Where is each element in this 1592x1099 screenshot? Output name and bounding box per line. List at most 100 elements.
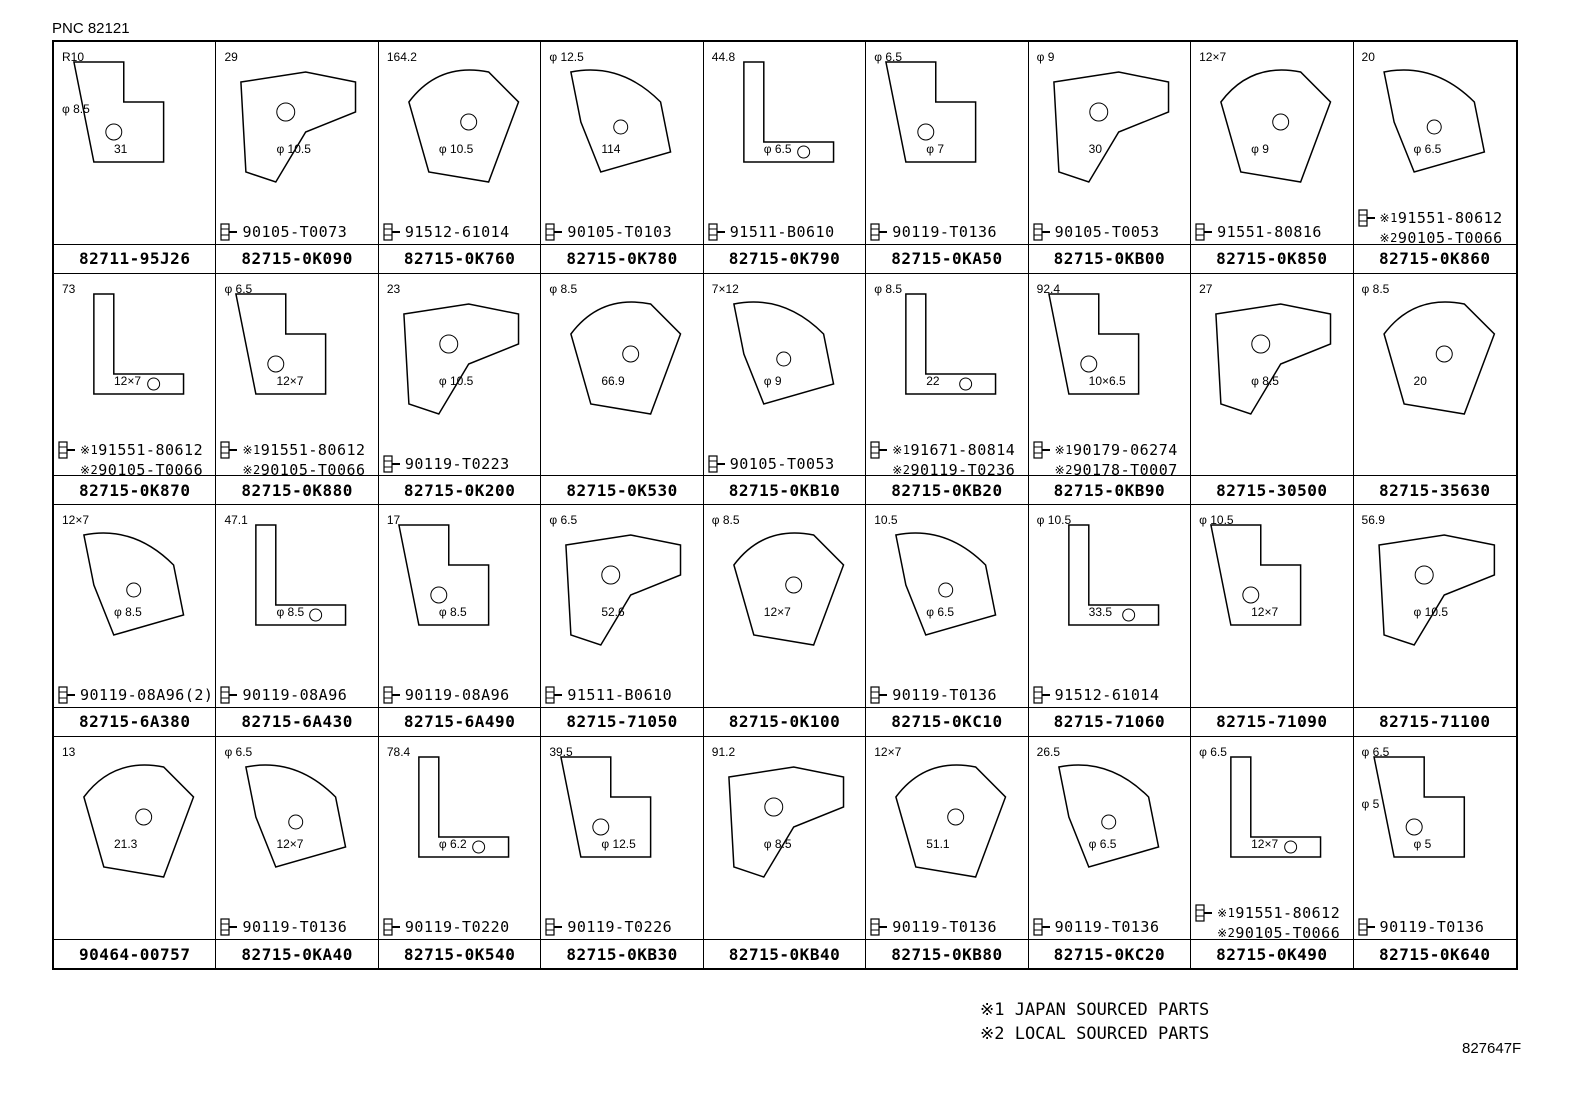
dimension-label: 10.5 <box>874 513 898 527</box>
dimension-label: 12×7 <box>62 513 90 527</box>
bolt-icon <box>545 223 563 241</box>
bolt-callout: 90119-T0220 <box>383 917 510 937</box>
bolt-part-number: 91551-80612 <box>1397 209 1503 227</box>
part-number: 82715-0K100 <box>703 706 866 736</box>
bolt-part-number: 91512-61014 <box>1054 686 1160 704</box>
bolt-icon <box>708 454 725 473</box>
bolt-icon <box>220 223 238 241</box>
part-drawing <box>1215 302 1332 415</box>
dimension-label: φ 8.5 <box>438 605 467 619</box>
dimension-label: 17 <box>386 513 401 527</box>
bolt-part-number: 91551-80612 <box>260 440 366 459</box>
part-number: 82715-0K880 <box>216 475 378 504</box>
bolt-part-number: 91551-80612 <box>1235 903 1341 922</box>
dimension-label: 78.4 <box>386 744 411 759</box>
part-drawing <box>727 765 845 878</box>
dimension-label: φ 6.5 <box>224 744 253 759</box>
part-drawing <box>560 755 652 858</box>
dimension-label: φ 10.5 <box>1413 605 1449 619</box>
bolt-part-number: 90119-T0136 <box>892 686 998 704</box>
dimension-label: 20 <box>1413 373 1427 388</box>
part-drawing <box>742 61 835 163</box>
part-drawing <box>417 755 510 858</box>
part-drawing <box>403 302 520 415</box>
bolt-part-number: 90119-T0236 <box>910 460 1016 479</box>
part-drawing <box>732 532 845 646</box>
bolt-part-number: 90179-06274 <box>1072 440 1178 459</box>
bolt-part-number: 90119-T0226 <box>567 917 673 936</box>
bolt-part-number: 90105-T0066 <box>260 460 366 479</box>
dimension-label: 13 <box>62 744 76 759</box>
dimension-label: 66.9 <box>601 373 625 388</box>
bolt-callout: 90119-T0136 <box>870 685 997 705</box>
part-cell: φ 8.5 66.9 82715-0K530 <box>541 273 704 505</box>
dimension-label: 12×7 <box>1199 50 1227 64</box>
bolt-part-number: 91551-80816 <box>1217 223 1322 241</box>
part-number: 82715-0KA40 <box>216 939 378 968</box>
dimension-label: φ 6.5 <box>224 281 253 296</box>
bolt-part-number: 90105-T0053 <box>1054 223 1160 241</box>
bolt-icon <box>870 440 888 459</box>
bolt-callout: 90119-T0136 <box>870 917 997 937</box>
dimension-label: 12×7 <box>763 605 791 619</box>
bolt-part-number: 91511-B0610 <box>567 686 673 704</box>
part-number: 82715-0KC10 <box>866 706 1028 736</box>
part-number: 82715-0K540 <box>378 939 541 968</box>
dimension-label: φ 6.5 <box>926 605 955 619</box>
dimension-label: 30 <box>1088 142 1103 156</box>
part-number: 82715-6A430 <box>216 706 378 736</box>
part-drawing <box>570 69 672 173</box>
dimension-label: 91.2 <box>711 744 736 759</box>
part-drawing <box>235 292 327 395</box>
bolt-icon <box>545 686 563 704</box>
dimension-label: 12×7 <box>874 744 902 759</box>
bolt-callout: 90119-T0136 <box>870 222 997 242</box>
part-number: 82715-0K530 <box>541 475 703 504</box>
pnc-label: PNC 82121 <box>52 20 130 37</box>
dimension-label: φ 6.5 <box>1361 744 1390 759</box>
dimension-label: 164.2 <box>386 50 417 64</box>
part-number: 82715-0KA50 <box>866 243 1028 273</box>
dimension-label: 22 <box>926 373 940 388</box>
bolt-part-number: 90119-T0223 <box>404 454 510 473</box>
dimension-label: 12×7 <box>1251 836 1279 851</box>
dimension-label: φ 12.5 <box>601 836 636 851</box>
dimension-label: φ 6.5 <box>763 142 792 156</box>
part-number: 82715-71090 <box>1191 706 1353 736</box>
part-drawing <box>1067 524 1159 626</box>
bolt-callout: 90119-T0136 <box>220 917 347 937</box>
dimension-label: 23 <box>386 281 401 296</box>
dimension-label: φ 8.5 <box>549 281 578 296</box>
footnotes: ※1 JAPAN SOURCED PARTS ※2 LOCAL SOURCED … <box>980 998 1209 1046</box>
bolt-icon <box>1357 917 1375 936</box>
bolt-part-number: 90119-08A96 <box>404 686 510 704</box>
bolt-icon <box>383 223 400 241</box>
